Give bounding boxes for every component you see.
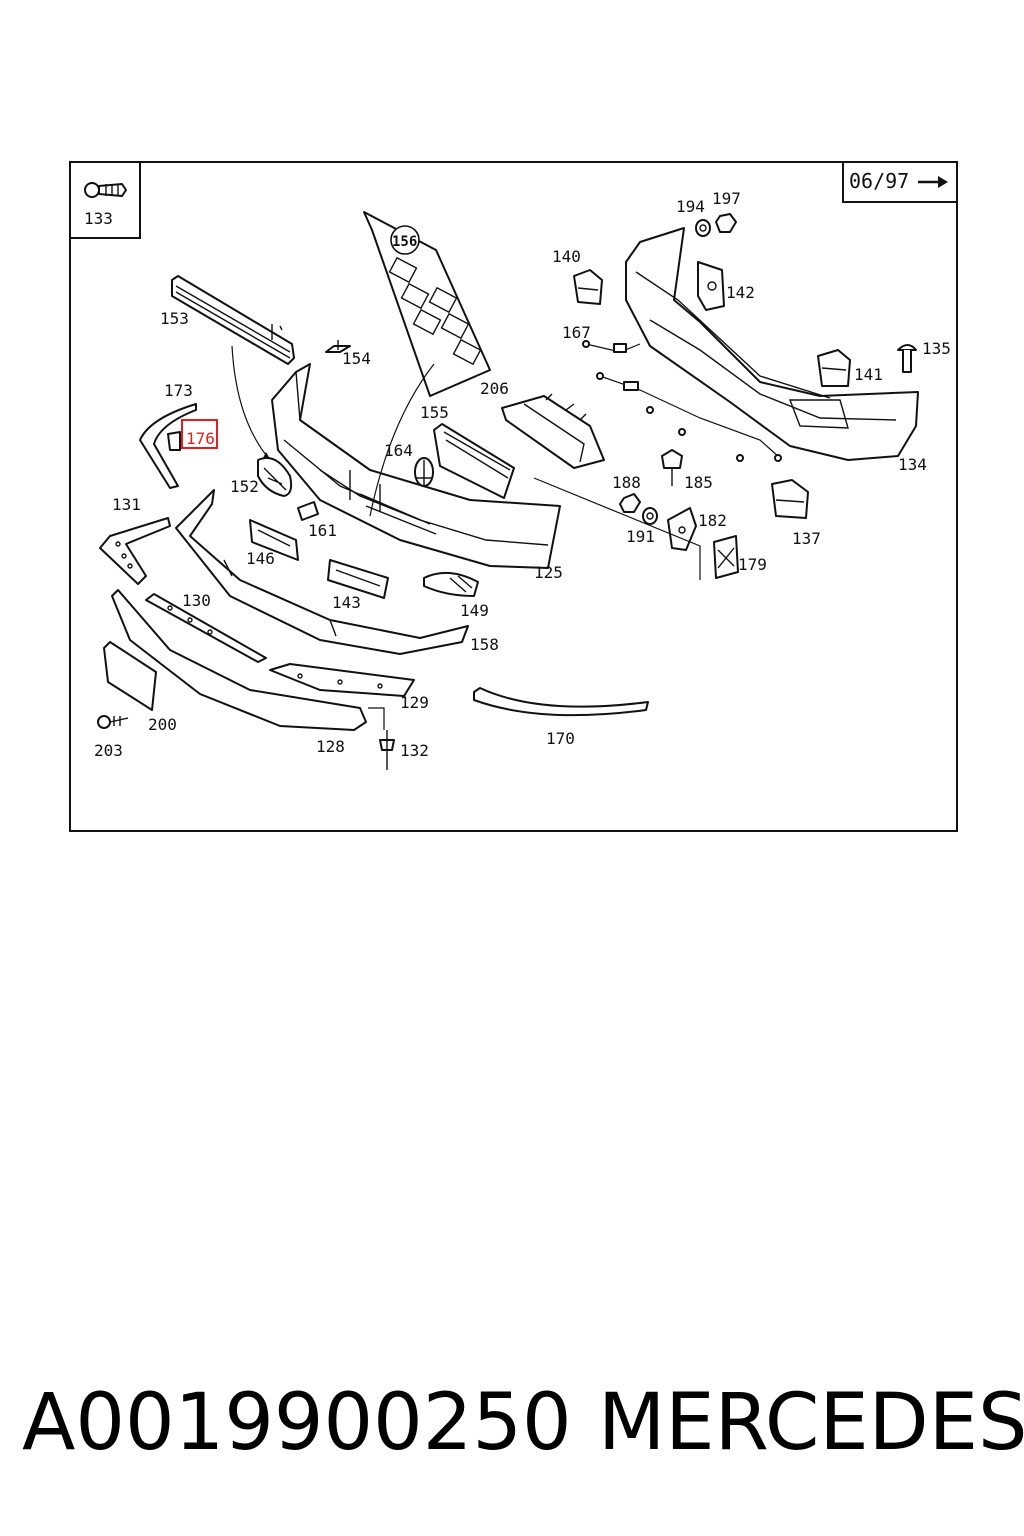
callout-156: 156 (392, 234, 417, 250)
callout-137: 137 (792, 529, 821, 548)
callout-191: 191 (626, 527, 655, 546)
callout-170: 170 (546, 729, 575, 748)
callout-197: 197 (712, 189, 741, 208)
part-164-star (414, 457, 434, 487)
callout-200: 200 (148, 715, 177, 734)
callout-129: 129 (400, 693, 429, 712)
callout-203: 203 (94, 741, 123, 760)
part-161-plug (297, 501, 319, 521)
part-153-grille-bar (171, 275, 295, 365)
part-188-nut (619, 493, 641, 513)
callout-188: 188 (612, 473, 641, 492)
callout-176: 176 (186, 429, 215, 448)
callout-152: 152 (230, 477, 259, 496)
part-156-panel (363, 211, 491, 397)
callout-153: 153 (160, 309, 189, 328)
callout-158: 158 (470, 635, 499, 654)
part-179-bracket (713, 535, 739, 579)
callout-146: 146 (246, 549, 275, 568)
part-170-trim (473, 687, 649, 717)
callout-134: 134 (898, 455, 927, 474)
part-200-plate-holder (103, 641, 157, 711)
part-176-clip (167, 431, 181, 451)
part-182-bracket (667, 507, 697, 551)
part-131-bracket (99, 517, 171, 585)
part-134-rear-bumper (625, 227, 919, 461)
part-132-bolt (368, 707, 395, 770)
callout-194: 194 (676, 197, 705, 216)
callout-142: 142 (726, 283, 755, 302)
part-number: A0019900250 (22, 1378, 572, 1468)
callout-185: 185 (684, 473, 713, 492)
callout-132: 132 (400, 741, 429, 760)
part-142-bracket (697, 261, 725, 311)
part-140-block (573, 269, 603, 305)
callout-182: 182 (698, 511, 727, 530)
part-154-bracket (325, 340, 351, 353)
part-135-clip (897, 344, 917, 373)
part-191-washer (642, 507, 658, 525)
callout-128: 128 (316, 737, 345, 756)
part-128-lower-spoiler (111, 589, 367, 731)
callout-155: 155 (420, 403, 449, 422)
callout-125: 125 (534, 563, 563, 582)
part-203-screw (97, 715, 129, 729)
callout-130: 130 (182, 591, 211, 610)
callout-149: 149 (460, 601, 489, 620)
callout-161: 161 (308, 521, 337, 540)
part-130-strip (145, 593, 267, 663)
inset-box-133 (69, 161, 141, 239)
brand-name: MERCEDES (598, 1378, 1024, 1468)
callout-173: 173 (164, 381, 193, 400)
part-155-grille (433, 423, 515, 499)
callout-140: 140 (552, 247, 581, 266)
callout-135: 135 (922, 339, 951, 358)
part-143-grille (327, 559, 389, 599)
part-167-harness (582, 340, 782, 462)
parts-diagram: 06/97 (69, 161, 958, 832)
part-206-duct (501, 393, 605, 469)
diagram-frame (69, 161, 958, 832)
footer: A0019900250 MERCEDES (0, 1368, 1024, 1478)
callout-141: 141 (854, 365, 883, 384)
part-137-block (771, 479, 809, 519)
part-125-front-bumper (271, 363, 561, 569)
callout-179: 179 (738, 555, 767, 574)
highlight-box-176 (181, 419, 218, 449)
part-149-fog-cover (423, 571, 479, 597)
callout-133: 133 (84, 209, 113, 228)
part-185-bolt (661, 449, 683, 486)
part-146-grille (249, 519, 299, 561)
part-152-emblem (257, 457, 293, 497)
part-158-spoiler (175, 489, 469, 655)
part-173-trim (139, 403, 197, 489)
callout-131: 131 (112, 495, 141, 514)
callout-154: 154 (342, 349, 371, 368)
callout-167: 167 (562, 323, 591, 342)
part-141-block (817, 349, 851, 387)
arrow-right-icon (918, 176, 948, 188)
date-marker: 06/97 (849, 169, 909, 193)
callout-206: 206 (480, 379, 509, 398)
callout-143: 143 (332, 593, 361, 612)
callout-164: 164 (384, 441, 413, 460)
clip-133-icon (84, 182, 127, 198)
part-129-strip (269, 663, 415, 697)
part-197-nut (715, 213, 737, 233)
part-194-washer (695, 219, 711, 237)
